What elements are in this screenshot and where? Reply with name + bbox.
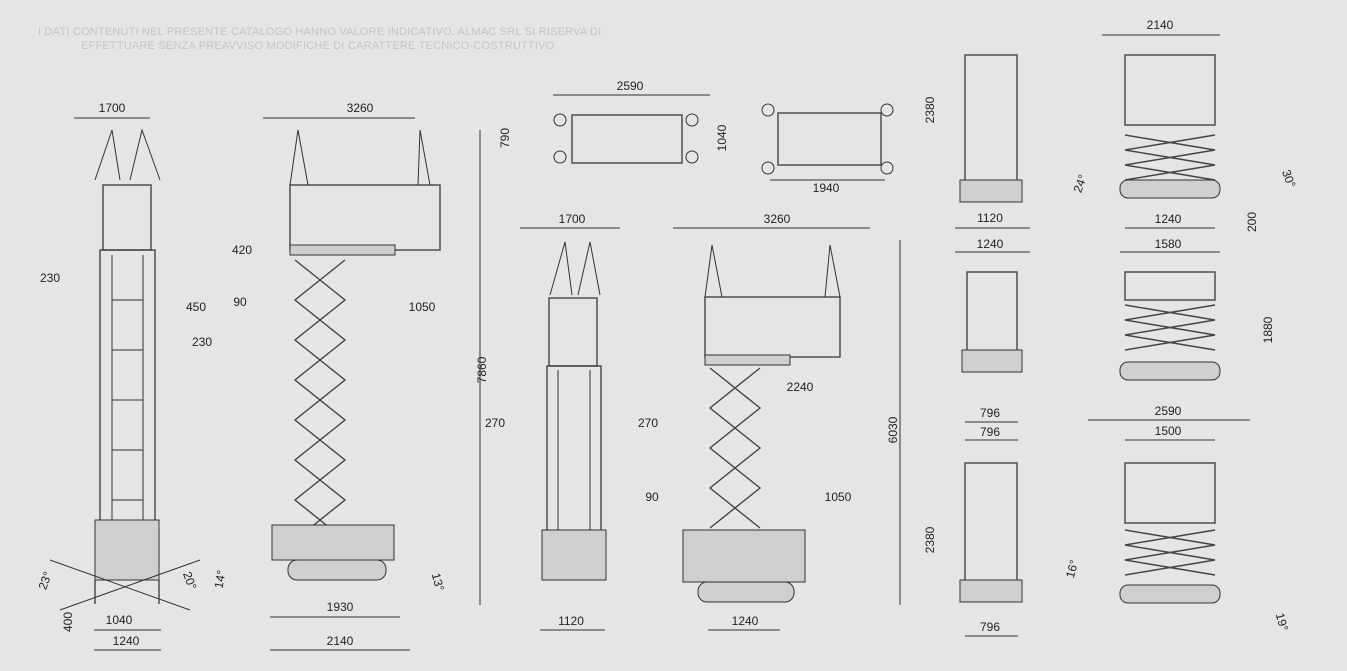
dim-label: 2590 (617, 79, 644, 93)
side-view-elevated (263, 117, 481, 651)
front-view-stowed (520, 227, 620, 631)
dim-label: 1050 (825, 490, 852, 504)
dim-label: 1700 (559, 212, 586, 226)
dim-label: 230 (40, 271, 60, 285)
dim-label: 1240 (977, 237, 1004, 251)
dim-label: 90 (645, 490, 659, 504)
dim-label: 1930 (327, 600, 354, 614)
front-view-elevated (49, 117, 201, 651)
dim-label: 1940 (813, 181, 840, 195)
dimension-labels: 1700 3260 2590 790 1040 1940 2380 2140 2… (36, 18, 1299, 648)
dim-label: 450 (186, 300, 206, 314)
dim-label: 400 (61, 612, 75, 632)
dim-label: 2380 (923, 96, 937, 123)
dim-label: 1880 (1261, 316, 1275, 343)
dim-label: 230 (192, 335, 212, 349)
dim-label: 1240 (1155, 212, 1182, 226)
dim-label: 20° (180, 570, 199, 592)
dim-label: 1120 (977, 211, 1003, 225)
dim-label: 1240 (732, 614, 759, 628)
dim-label: 1500 (1155, 424, 1182, 438)
dim-label: 24° (1071, 173, 1090, 195)
dim-label: 270 (638, 416, 658, 430)
dim-label: 1700 (99, 101, 126, 115)
dim-label: 3260 (764, 212, 791, 226)
dim-label: 2240 (787, 380, 814, 394)
dim-label: 1040 (106, 613, 133, 627)
dim-label: 796 (980, 406, 1000, 420)
dim-label: 2380 (923, 526, 937, 553)
dim-label: 1120 (558, 614, 584, 628)
dim-label: 796 (980, 620, 1000, 634)
dim-label: 2590 (1155, 404, 1182, 418)
side-views-right (1088, 34, 1250, 604)
dim-label: 1240 (113, 634, 140, 648)
side-view-stowed (673, 227, 901, 631)
dim-label: 90 (233, 295, 247, 309)
dim-label: 6030 (886, 416, 900, 443)
dim-label: 796 (980, 425, 1000, 439)
dim-label: 1050 (409, 300, 436, 314)
dim-label: 2140 (1147, 18, 1174, 32)
dim-label: 14° (212, 569, 229, 590)
dim-label: 3260 (347, 101, 374, 115)
disclaimer-line-2: EFFETTUARE SENZA PREAVVISO MODIFICHE DI … (81, 40, 558, 52)
dim-label: 7860 (475, 356, 489, 383)
dim-label: 270 (485, 416, 505, 430)
small-front-views (955, 54, 1030, 637)
dim-label: 16° (1063, 558, 1081, 579)
dim-label: 30° (1279, 168, 1298, 190)
dim-label: 420 (232, 243, 252, 257)
top-views (553, 94, 894, 181)
dim-label: 1040 (715, 124, 729, 151)
dim-label: 23° (36, 570, 55, 592)
dim-label: 200 (1245, 212, 1259, 232)
dim-label: 19° (1273, 611, 1291, 632)
dim-label: 790 (498, 128, 512, 148)
dim-label: 13° (429, 571, 447, 592)
disclaimer: I DATI CONTENUTI NEL PRESENTE CATALOGO H… (38, 25, 601, 53)
dim-label: 2140 (327, 634, 354, 648)
dim-label: 1580 (1155, 237, 1182, 251)
disclaimer-line-1: I DATI CONTENUTI NEL PRESENTE CATALOGO H… (38, 26, 602, 38)
